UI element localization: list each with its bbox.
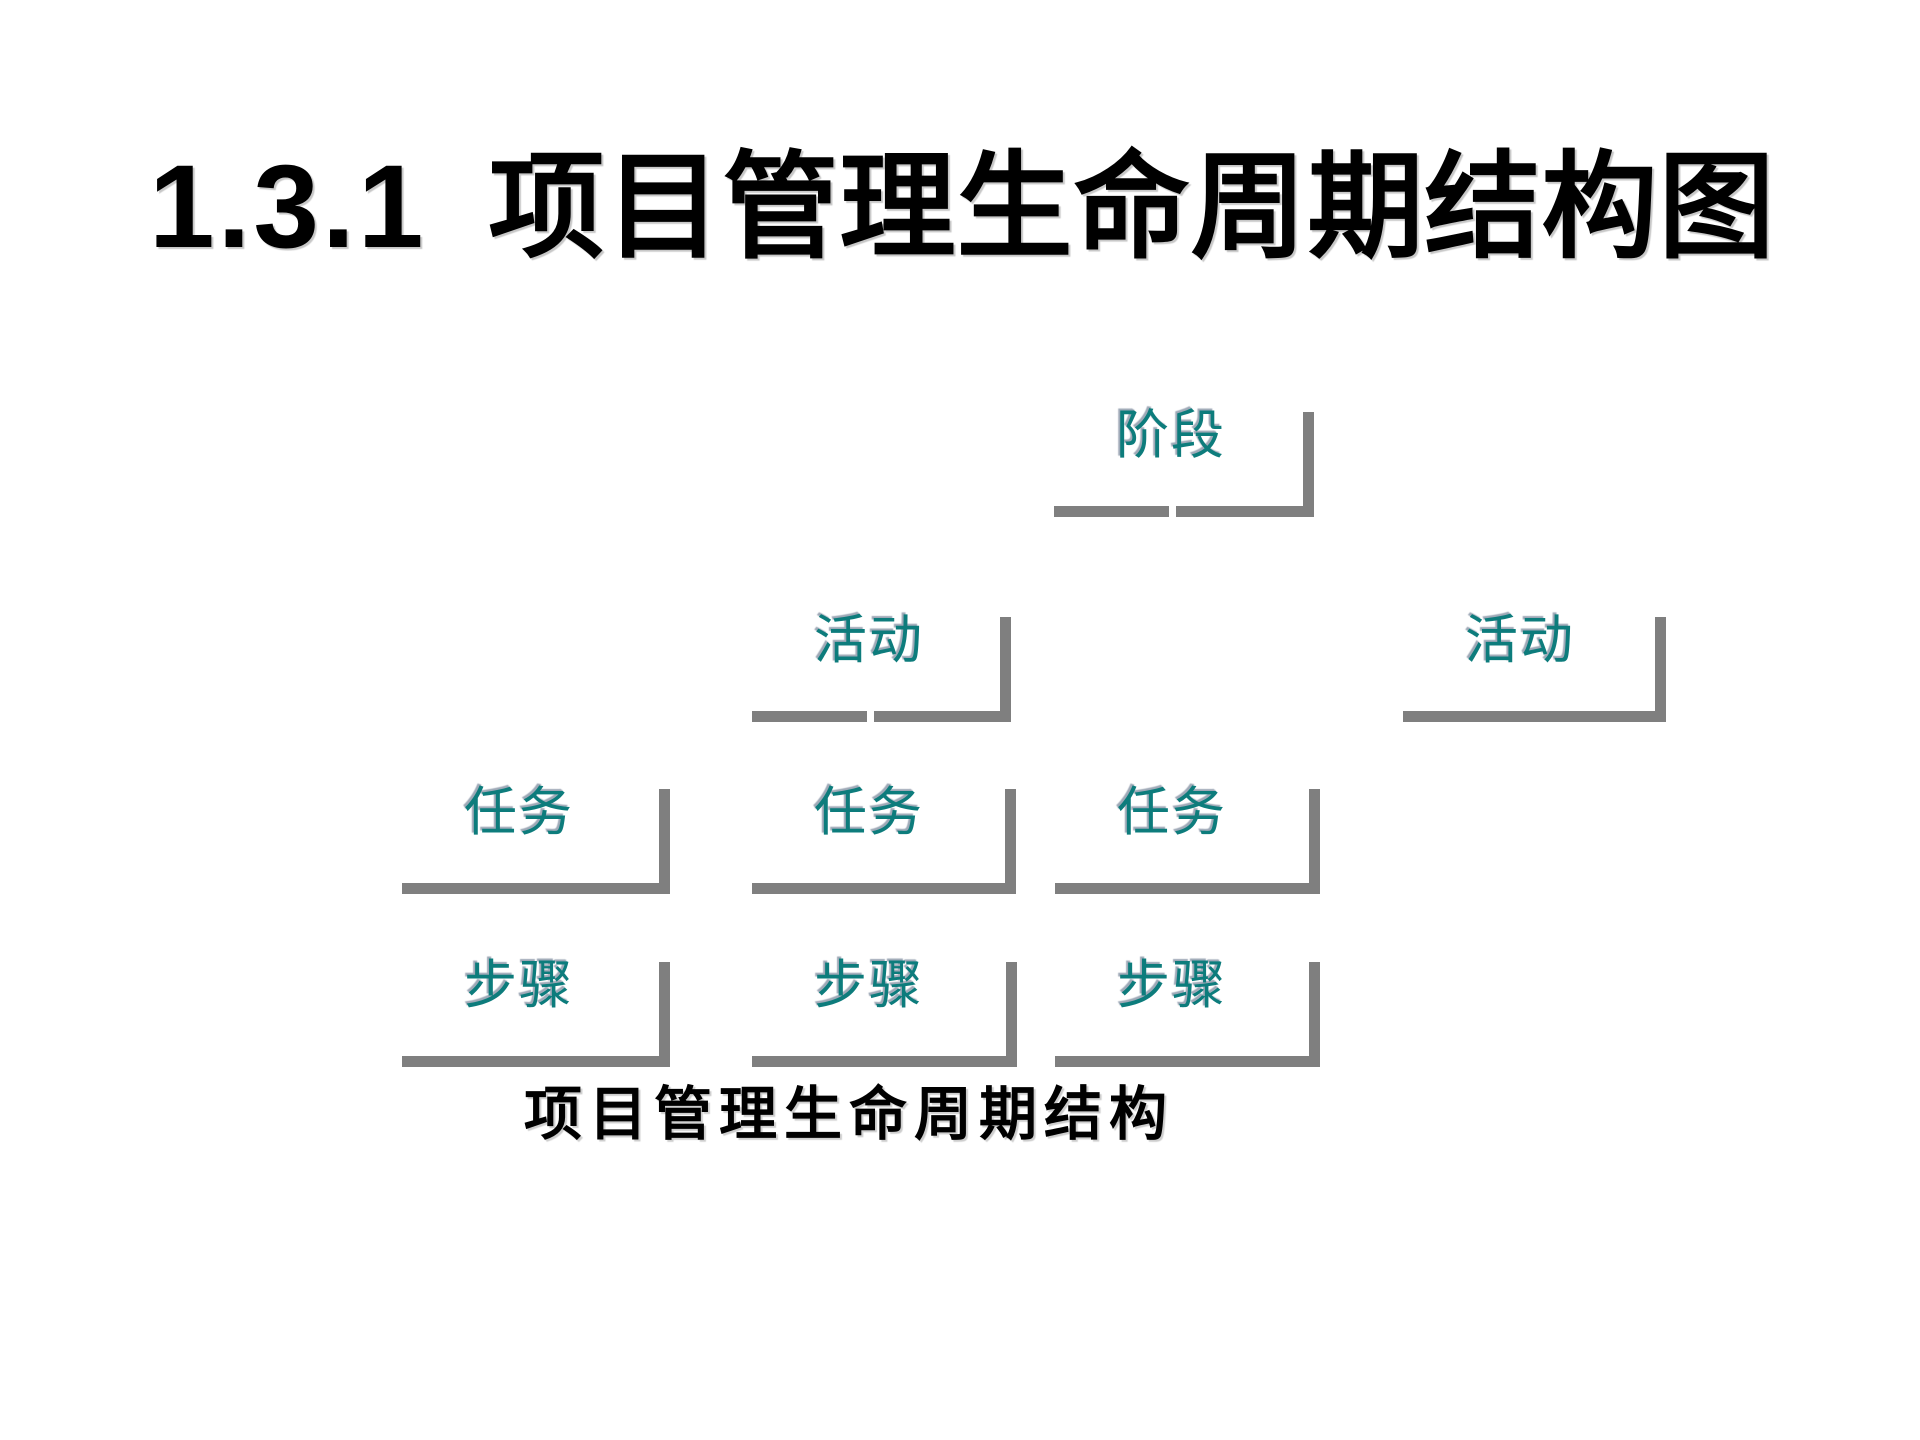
- bracket-bottom-line: [1055, 1056, 1320, 1067]
- task-box-center: 任务: [752, 784, 1016, 894]
- bracket-bottom-line: [1055, 883, 1320, 894]
- bracket-right-line: [659, 962, 670, 1067]
- activity-label: 活动: [1465, 612, 1575, 670]
- task-label: 任务: [814, 784, 924, 842]
- diagram-caption: 项目管理生命周期结构: [524, 1082, 1175, 1147]
- step-box-center: 步骤: [752, 957, 1017, 1067]
- bracket-right-line: [1303, 412, 1314, 517]
- step-label: 步骤: [464, 957, 574, 1015]
- activity-box-right: 活动: [1403, 612, 1666, 722]
- task-box-left: 任务: [402, 784, 670, 894]
- activity-label: 活动: [814, 612, 924, 670]
- bracket-bottom-line: [752, 711, 867, 722]
- page-title: 1.3.1 项目管理生命周期结构图: [149, 148, 1775, 267]
- title-section-number: 1.3.1: [149, 141, 427, 273]
- bracket-right-line: [1655, 617, 1666, 722]
- phase-label: 阶段: [1116, 407, 1226, 465]
- bracket-right-line: [1309, 789, 1320, 894]
- bracket-right-line: [1000, 617, 1011, 722]
- bracket-bottom-line: [402, 1056, 670, 1067]
- phase-box: 阶段: [1054, 407, 1314, 517]
- bracket-bottom-line: [1403, 711, 1666, 722]
- activity-box-left: 活动: [752, 612, 1011, 722]
- bracket-bottom-line: [1054, 506, 1169, 517]
- step-box-left: 步骤: [402, 957, 670, 1067]
- title-text: 项目管理生命周期结构图: [488, 145, 1776, 273]
- bracket-right-line: [1005, 789, 1016, 894]
- step-label: 步骤: [1117, 957, 1227, 1015]
- bracket-bottom-line: [752, 1056, 1017, 1067]
- bracket-right-line: [1309, 962, 1320, 1067]
- bracket-bottom-line: [874, 711, 1011, 722]
- step-label: 步骤: [814, 957, 924, 1015]
- bracket-bottom-line: [402, 883, 670, 894]
- task-label: 任务: [464, 784, 574, 842]
- task-label: 任务: [1117, 784, 1227, 842]
- bracket-right-line: [1006, 962, 1017, 1067]
- task-box-right: 任务: [1055, 784, 1320, 894]
- bracket-bottom-line: [752, 883, 1016, 894]
- bracket-right-line: [659, 789, 670, 894]
- bracket-bottom-line: [1176, 506, 1314, 517]
- step-box-right: 步骤: [1055, 957, 1320, 1067]
